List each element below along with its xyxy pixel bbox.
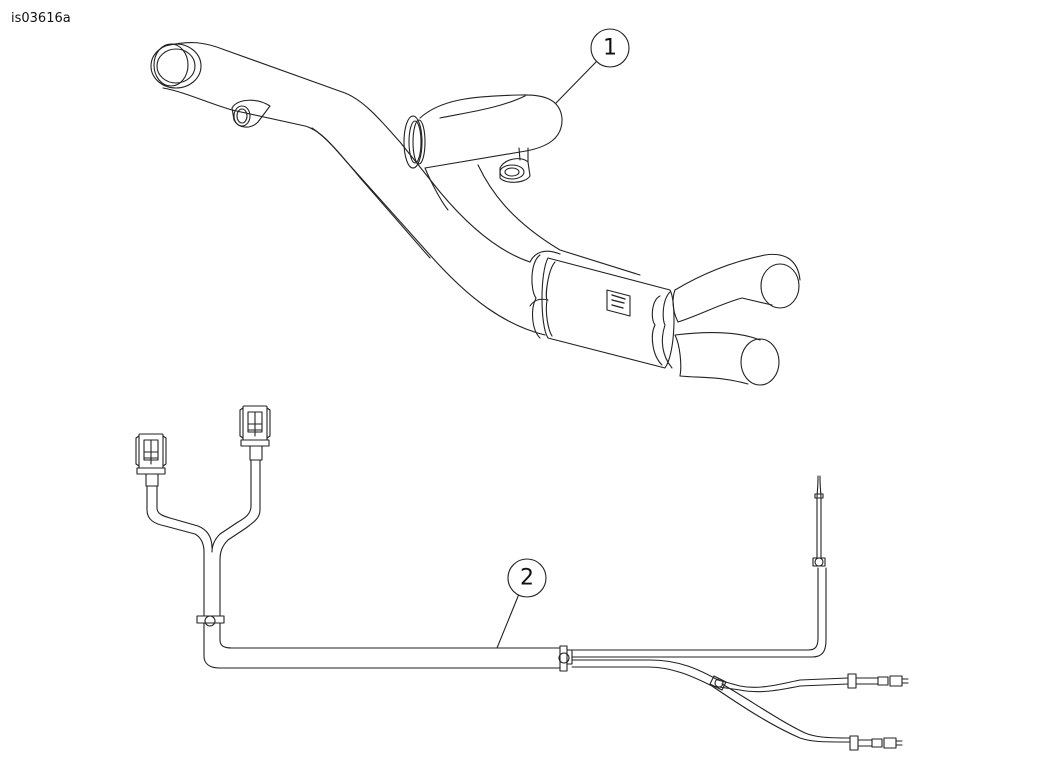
callout-2	[507, 558, 547, 598]
figure-id: is03616a	[11, 11, 71, 26]
rear-header-pipe	[419, 94, 641, 276]
junction-clip	[196, 615, 225, 627]
sensor-boss-rear	[499, 158, 531, 183]
upper-sensor-lead	[816, 475, 822, 559]
outlet-collar	[651, 291, 673, 369]
header-flange	[150, 43, 202, 89]
connector-right	[239, 405, 271, 461]
callout-2-label: 2	[520, 566, 534, 591]
harness-branch-left	[146, 485, 213, 617]
front-header-pipe-inner	[311, 127, 431, 259]
label-plate	[606, 289, 631, 317]
harness-branch-lower	[571, 659, 851, 743]
harness-branch-right	[211, 459, 261, 617]
harness-trunk	[203, 622, 561, 669]
lower-outlet-tip	[674, 332, 761, 385]
exhaust-pipe-assembly: 1	[150, 28, 801, 386]
mid-clip	[558, 645, 573, 672]
upper-outlet-tip	[672, 253, 801, 323]
harness-branch-up	[571, 567, 827, 658]
sensor-connector-upper	[847, 673, 909, 689]
callout-1	[590, 28, 630, 68]
upper-lead-clip	[812, 557, 826, 567]
split-clip	[709, 675, 727, 691]
sensor-connector-lower	[849, 735, 903, 751]
front-header-pipe	[162, 41, 546, 336]
wiring-harness: 2	[135, 405, 909, 751]
callout-1-label: 1	[603, 36, 617, 61]
rear-header-flange	[403, 115, 423, 169]
connector-left	[135, 433, 167, 487]
